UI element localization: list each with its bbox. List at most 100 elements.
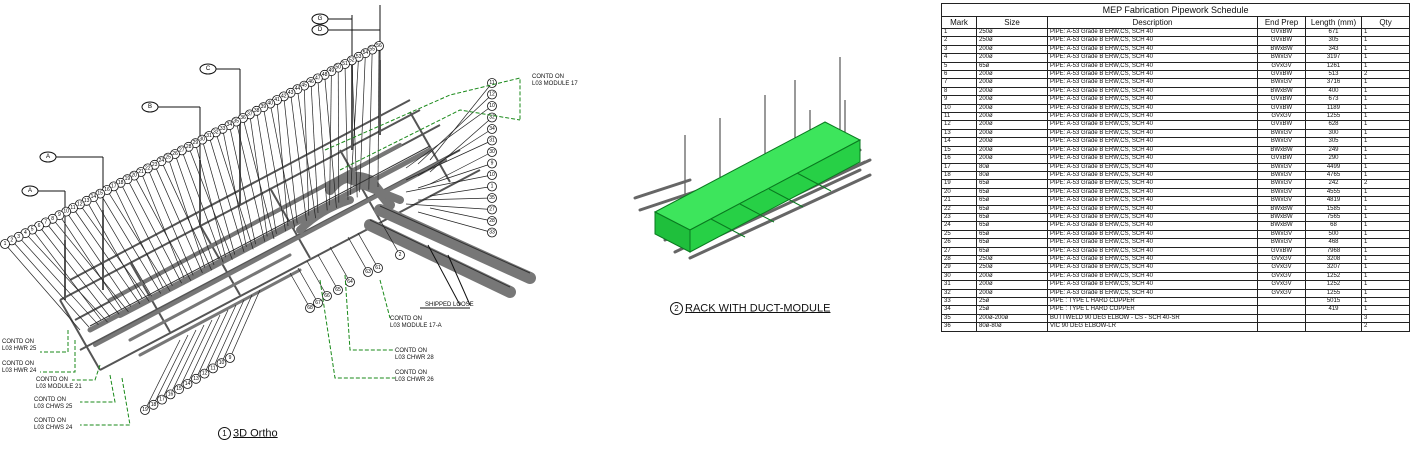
header-end-prep: End Prep — [1257, 16, 1306, 29]
cell-qty: 1 — [1360, 229, 1411, 240]
cell-qty: 1 — [1360, 86, 1411, 97]
callout-number: 29 — [193, 140, 199, 146]
cell-end-prep: BWxBW — [1257, 44, 1306, 55]
callout-number: 24 — [159, 158, 165, 164]
callout-bubble: 18 — [148, 334, 189, 410]
callout-number: 32 — [213, 129, 219, 135]
pipes-ortho — [87, 143, 536, 357]
note-hwr24: CONTD ON L03 HWR 24 — [2, 361, 37, 374]
svg-text:L03 HWR 24: L03 HWR 24 — [2, 368, 37, 374]
svg-text:L03 CHWS 25: L03 CHWS 25 — [34, 404, 73, 410]
callout-number: 64 — [347, 279, 353, 285]
callout-bubble: 3 — [13, 231, 99, 326]
svg-text:B: B — [148, 104, 152, 110]
callout-number: 35 — [233, 119, 239, 125]
grid-bubbles: G D C B A A — [21, 13, 380, 197]
callout-bubble: 6 — [34, 221, 111, 318]
cell-length — [1305, 322, 1362, 332]
callout-number: 13 — [84, 198, 90, 204]
callout-number: 11 — [489, 80, 494, 86]
cell-description: PIPE: A-53 Grade B ERW,CS, SCH 40 — [1047, 120, 1258, 130]
cell-mark: 16 — [941, 154, 977, 164]
callout-number: 49 — [329, 68, 335, 74]
callout-number: 35 — [489, 195, 495, 201]
callout-number: 31 — [206, 133, 212, 139]
cell-length: 305 — [1305, 36, 1362, 46]
cell-size: 200ø — [976, 112, 1048, 122]
cell-description: PIPE: A-53 Grade B ERW,CS, SCH 40 — [1047, 162, 1258, 172]
callout-number: 36 — [240, 115, 246, 121]
callout-number: 56 — [376, 43, 382, 49]
cell-qty: 3 — [1360, 313, 1411, 324]
cell-qty: 1 — [1360, 221, 1411, 231]
callout-number: 48 — [322, 72, 328, 78]
callout-bubble: 67 — [297, 267, 323, 308]
callout-bubble: 2 — [6, 235, 90, 328]
cell-description: PIPE: A-53 Grade B ERW,CS, SCH 40 — [1047, 170, 1258, 181]
callout-number: 9 — [491, 161, 494, 167]
pipe-highlights — [89, 145, 531, 327]
note-chwr28: CONTD ON L03 CHWR 28 — [395, 348, 434, 361]
cell-description: PIPE: A-53 Grade B ERW,CS, SCH 40 — [1047, 238, 1258, 248]
callout-bubble: 65 — [317, 254, 343, 295]
header-qty: Qty — [1360, 16, 1411, 29]
rack-duct-module-view — [633, 57, 872, 260]
callout-number: 10 — [489, 172, 495, 178]
header-length: Length (mm) — [1305, 16, 1362, 29]
callout-bubble: 37 — [244, 109, 268, 237]
svg-text:CONTD ON: CONTD ON — [395, 348, 427, 354]
cell-mark: 10 — [941, 103, 977, 114]
cell-end-prep: BWxGV — [1257, 179, 1306, 189]
cell-length: 513 — [1305, 70, 1362, 80]
cell-size: 200ø — [976, 70, 1048, 80]
cell-length: 290 — [1305, 154, 1362, 164]
cell-qty: 1 — [1360, 196, 1411, 206]
callout-number: 63 — [365, 269, 371, 275]
header-mark: Mark — [941, 16, 977, 29]
cell-mark: 30 — [941, 271, 977, 282]
cell-length: 3197 — [1305, 53, 1362, 63]
callout-number: 54 — [363, 50, 369, 56]
callout-number: 43 — [288, 90, 294, 96]
cell-qty: 1 — [1360, 170, 1411, 181]
callout-bubble: 20 — [129, 170, 192, 281]
